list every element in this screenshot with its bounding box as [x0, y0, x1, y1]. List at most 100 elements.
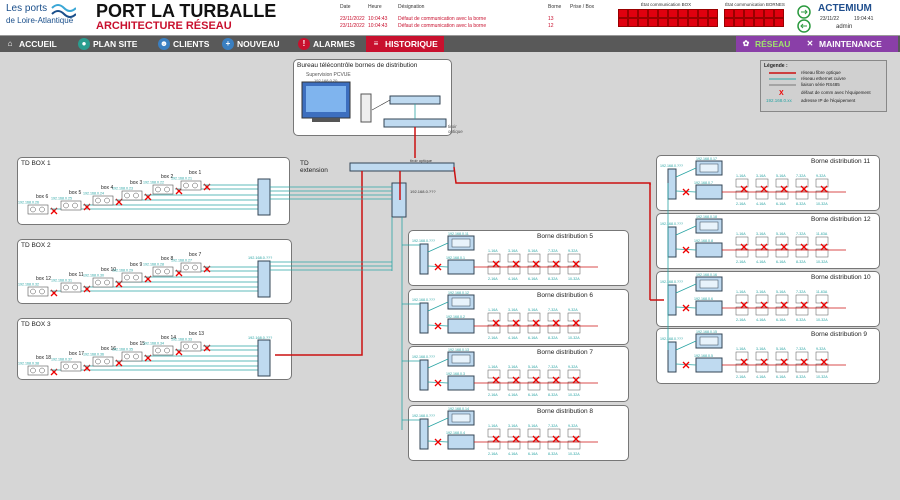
borne-5-panel: Borne distribution 5 — [408, 230, 629, 286]
td-box-1-title: TD BOX 1 — [21, 160, 51, 167]
network-icon: ✿ — [740, 38, 752, 50]
status-led — [648, 9, 658, 18]
nav-plan-site-label: PLAN SITE — [93, 39, 138, 49]
nav-alarmes-label: ALARMES — [313, 39, 356, 49]
borne-title: Borne distribution 6 — [537, 292, 594, 299]
tools-icon: ✕ — [804, 38, 816, 50]
nav-nouveau-label: NOUVEAU — [237, 39, 280, 49]
nav-plan-site[interactable]: ●PLAN SITE — [78, 36, 137, 52]
borne-title: Borne distribution 8 — [537, 408, 594, 415]
borne-title: Borne distribution 12 — [811, 216, 871, 223]
borne-10-panel: Borne distribution 10 — [656, 271, 880, 327]
alarm-borne: 12 — [548, 23, 554, 29]
alarm-label: Défaut de communication avec la borne — [398, 16, 487, 22]
status-led — [754, 9, 764, 18]
status-led — [754, 18, 764, 27]
status-led — [618, 9, 628, 18]
legend-panel: Légende : X réseau fibre optique réseau … — [760, 60, 887, 112]
nav-maintenance-label: MAINTENANCE — [819, 39, 882, 49]
status-led — [744, 9, 754, 18]
status-led — [638, 18, 648, 27]
borne-12-panel: Borne distribution 12 — [656, 213, 880, 269]
bureau-title: Bureau télécontrôle bornes de distributi… — [297, 62, 418, 69]
nav-accueil-label: ACCUEIL — [19, 39, 57, 49]
supervision-label: Supervision PCVUE — [306, 72, 351, 78]
nav-historique-label: HISTORIQUE — [385, 39, 438, 49]
nav-maintenance[interactable]: ✕MAINTENANCE — [800, 36, 898, 52]
status-led — [774, 18, 784, 27]
borne-9-panel: Borne distribution 9 — [656, 328, 880, 384]
status-led — [628, 9, 638, 18]
status-led — [658, 18, 668, 27]
home-icon: ⌂ — [7, 39, 13, 48]
bureau-panel: Bureau télécontrôle bornes de distributi… — [293, 59, 463, 136]
header-bar: Les ports de Loire-Atlantique PORT LA TU… — [0, 0, 900, 36]
alarm-label: Défaut de communication avec la borne — [398, 23, 487, 29]
status-led — [628, 18, 638, 27]
comm-bornes-label: État communication BORNES — [725, 2, 785, 7]
alarm-time: 10:04:43 — [368, 23, 388, 29]
status-led — [698, 9, 708, 18]
borne-title: Borne distribution 7 — [537, 349, 594, 356]
td-box-2-title: TD BOX 2 — [21, 242, 51, 249]
alarm-borne: 13 — [548, 16, 554, 22]
alarm-time: 10:04:43 — [368, 16, 388, 22]
legend-defaut: défaut de comm avec l'équipement — [801, 90, 871, 95]
logo-line2: de Loire-Atlantique — [6, 16, 74, 25]
nav-reseau[interactable]: ✿RÉSEAU — [736, 36, 800, 52]
borne-title: Borne distribution 11 — [811, 158, 871, 165]
nav-historique[interactable]: ≡HISTORIQUE — [366, 36, 444, 52]
logo-line1: Les ports — [6, 3, 48, 14]
current-date: 23/11/22 — [820, 16, 840, 22]
status-led — [764, 18, 774, 27]
borne-title: Borne distribution 9 — [811, 331, 868, 338]
status-led — [668, 18, 678, 27]
alarm-table[interactable]: Date Heure Désignation Borne Prise / Box… — [338, 2, 610, 32]
bureau-switch-ip: 192.168.0.??? — [394, 94, 420, 99]
td-box-1-panel: TD BOX 1 TD extension — [17, 157, 328, 225]
td-box-3-title: TD BOX 3 — [21, 321, 51, 328]
nav-bar: ⌂ ACCUEIL ●PLAN SITE ☻CLIENTS +NOUVEAU !A… — [0, 36, 900, 52]
nav-clients-label: CLIENTS — [173, 39, 210, 49]
status-led — [678, 18, 688, 27]
col-date: Date — [340, 4, 351, 10]
borne-title: Borne distribution 5 — [537, 233, 594, 240]
refresh-icons[interactable] — [794, 4, 818, 34]
col-prise: Prise / Box — [570, 4, 595, 10]
borne-7-panel: Borne distribution 7 — [408, 346, 629, 402]
nav-reseau-label: RÉSEAU — [755, 39, 791, 49]
comm-bornes-status: État communication BORNES — [720, 2, 790, 33]
td-extension-title: TD extension — [300, 160, 328, 174]
actemium-panel: ACTEMIUM 23/11/22 19:04:41 admin — [792, 2, 898, 34]
tiroir-center-label: tiroir optique — [410, 158, 433, 163]
current-time: 19:04:41 — [854, 16, 874, 22]
tiroir-center-icon — [349, 162, 455, 172]
col-designation: Désignation — [398, 4, 425, 10]
alarm-date: 23/11/2022 — [340, 16, 365, 22]
current-user: admin — [836, 24, 853, 30]
legend-ip-sample: 192.168.0.xx — [766, 98, 792, 103]
nav-clients[interactable]: ☻CLIENTS — [158, 36, 209, 52]
nav-alarmes[interactable]: !ALARMES — [298, 36, 355, 52]
status-led — [678, 9, 688, 18]
status-led — [708, 18, 718, 27]
database-icon: ≡ — [370, 38, 382, 50]
status-led — [658, 9, 668, 18]
nav-accueil[interactable]: ⌂ ACCUEIL — [4, 36, 57, 52]
status-led — [668, 9, 678, 18]
status-led — [744, 18, 754, 27]
nav-nouveau[interactable]: +NOUVEAU — [222, 36, 280, 52]
borne-8-panel: Borne distribution 8 — [408, 405, 629, 461]
add-user-icon: + — [222, 38, 234, 50]
page-subtitle: ARCHITECTURE RÉSEAU — [96, 20, 232, 32]
users-icon: ☻ — [158, 38, 170, 50]
legend-rs485: liaison série RS485 — [801, 82, 840, 87]
status-led — [648, 18, 658, 27]
alarm-date: 23/11/2022 — [340, 23, 365, 29]
comm-box-status: État communication BOX — [614, 2, 718, 33]
legend-ip: adresse IP de l'équipement — [801, 98, 856, 103]
alarm-icon: ! — [298, 38, 310, 50]
legend-ethernet: réseau ethernet cuivre — [801, 76, 846, 81]
legend-fibre: réseau fibre optique — [801, 70, 841, 75]
svg-text:X: X — [779, 90, 784, 97]
